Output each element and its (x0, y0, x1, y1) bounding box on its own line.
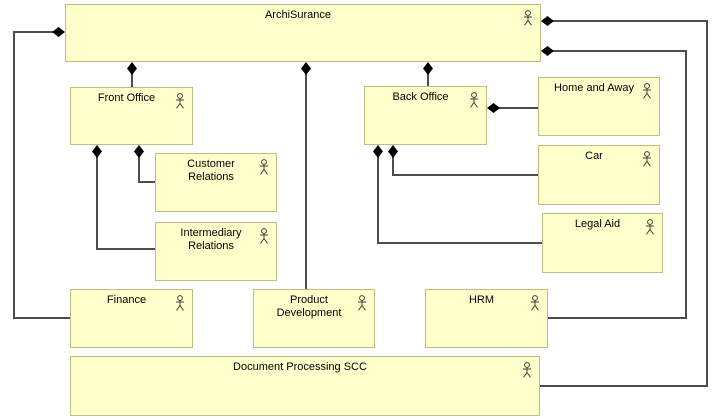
business-actor-icon (260, 228, 268, 244)
box-front-office[interactable]: Front Office (70, 87, 193, 145)
business-actor-icon (643, 83, 651, 99)
box-document-processing-scc[interactable]: Document Processing SCC (70, 356, 540, 416)
box-label: Legal Aid (574, 218, 621, 230)
composition-diamond (487, 103, 500, 113)
business-actor-icon (176, 93, 184, 109)
connector-archisurance-finance (13, 317, 71, 319)
box-label: Home and Away (554, 82, 634, 94)
box-customer-relations[interactable]: Customer Relations (155, 153, 277, 212)
connector-front-office-intermediary-relations (96, 248, 155, 250)
connector-archisurance-hrm (685, 50, 687, 319)
box-label: Finance (106, 294, 147, 306)
box-label: Document Processing SCC (233, 361, 367, 373)
connector-archisurance-front-office (131, 67, 133, 88)
connector-back-office-legal-aid (377, 242, 542, 244)
connector-archisurance-document-processing (540, 385, 707, 387)
connector-archisurance-product-development (305, 67, 307, 290)
connector-archisurance-hrm (548, 317, 686, 319)
box-legal-aid[interactable]: Legal Aid (542, 213, 663, 273)
business-actor-icon (531, 295, 539, 311)
connector-archisurance-finance (13, 31, 15, 319)
composition-diamond (541, 46, 554, 56)
connector-archisurance-finance (14, 31, 58, 33)
box-hrm[interactable]: HRM (425, 289, 548, 348)
box-label: Customer Relations (187, 158, 235, 183)
composition-diamond (92, 145, 102, 158)
connector-archisurance-back-office (427, 67, 429, 87)
box-car[interactable]: Car (538, 145, 660, 205)
box-home-and-away[interactable]: Home and Away (538, 77, 660, 136)
box-product-development[interactable]: Product Development (253, 289, 375, 348)
business-actor-icon (646, 219, 654, 235)
composition-diamond (301, 62, 311, 75)
business-actor-icon (260, 159, 268, 175)
business-actor-icon (524, 10, 532, 26)
connector-front-office-customer-relations (138, 181, 155, 183)
connector-back-office-car (392, 155, 394, 176)
business-actor-icon (470, 92, 478, 108)
connector-archisurance-document-processing (706, 20, 708, 387)
composition-diamond (541, 16, 554, 26)
box-intermediary-relations[interactable]: Intermediary Relations (155, 222, 277, 281)
connector-archisurance-document-processing (552, 20, 708, 22)
box-label: Front Office (97, 92, 156, 104)
composition-diamond (423, 62, 433, 75)
box-label: Back Office (392, 91, 449, 103)
business-actor-icon (176, 295, 184, 311)
connector-front-office-intermediary-relations (96, 155, 98, 250)
box-label: Car (585, 150, 603, 162)
business-actor-icon (523, 362, 531, 378)
connector-back-office-car (392, 174, 538, 176)
box-label: ArchiSurance (264, 9, 332, 21)
box-label: Intermediary Relations (180, 227, 242, 252)
business-actor-icon (643, 151, 651, 167)
business-actor-icon (358, 295, 366, 311)
composition-diamond (134, 145, 144, 158)
box-back-office[interactable]: Back Office (364, 86, 487, 145)
composition-diamond (388, 145, 398, 158)
connector-back-office-legal-aid (377, 155, 379, 244)
composition-diamond (52, 27, 65, 37)
composition-diamond (127, 62, 137, 75)
connector-archisurance-hrm (552, 50, 687, 52)
connector-back-office-home-and-away (498, 107, 538, 109)
box-label: HRM (468, 294, 495, 306)
composition-diamond (373, 145, 383, 158)
box-archisurance[interactable]: ArchiSurance (65, 4, 541, 62)
box-finance[interactable]: Finance (70, 289, 193, 348)
connector-front-office-customer-relations (138, 155, 140, 183)
box-label: Product Development (276, 294, 342, 319)
